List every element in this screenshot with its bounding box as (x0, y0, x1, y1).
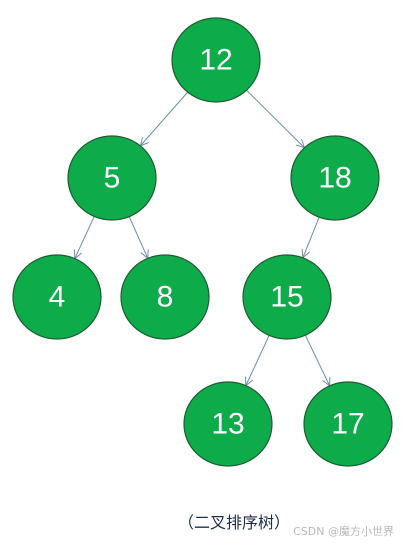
node-circle (242, 254, 332, 340)
edges-layer (75, 89, 330, 386)
node-circle (183, 381, 273, 467)
edge-n12-to-n18 (246, 89, 305, 147)
node-label: 13 (211, 408, 244, 441)
node-label: 12 (199, 44, 232, 77)
node-circle (12, 254, 102, 340)
edge-n5-to-n8 (128, 216, 148, 259)
tree-node-18: 18 (290, 135, 380, 221)
node-label: 5 (104, 162, 121, 195)
node-circle (290, 135, 380, 221)
node-circle (67, 135, 157, 221)
diagram-caption: （二叉排序树） (177, 513, 290, 532)
edge-n15-to-n17 (304, 334, 329, 386)
tree-node-15: 15 (242, 254, 332, 340)
tree-node-4: 4 (12, 254, 102, 340)
tree-node-5: 5 (67, 135, 157, 221)
edge-n15-to-n13 (246, 335, 270, 385)
edge-n12-to-n5 (140, 91, 189, 146)
edge-n18-to-n15 (303, 217, 320, 258)
node-circle (303, 381, 393, 467)
edge-n5-to-n4 (75, 216, 95, 258)
node-circle (120, 254, 210, 340)
node-label: 8 (157, 281, 174, 314)
node-circle (171, 17, 261, 103)
watermark: CSDN @魔方小世界 (293, 525, 394, 538)
tree-node-8: 8 (120, 254, 210, 340)
node-label: 15 (270, 281, 303, 314)
node-label: 17 (331, 408, 364, 441)
tree-node-17: 17 (303, 381, 393, 467)
node-label: 18 (318, 162, 351, 195)
tree-node-13: 13 (183, 381, 273, 467)
node-label: 4 (49, 281, 66, 314)
nodes-layer: 12 5 18 4 8 15 13 17 (12, 17, 393, 467)
tree-node-12: 12 (171, 17, 261, 103)
